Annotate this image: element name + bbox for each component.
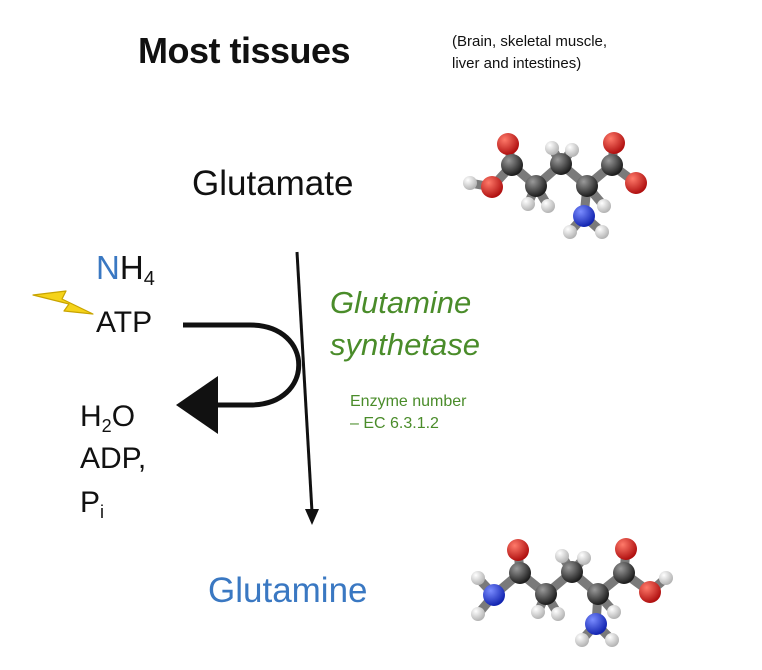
page-title: Most tissues — [138, 30, 351, 71]
phosphate-label: Pi — [80, 486, 104, 523]
glutamate-molecule-icon — [463, 132, 647, 239]
enzyme-number-line-1: Enzyme number — [350, 393, 467, 410]
cofactor-loop-arrowhead — [176, 376, 218, 434]
enzyme-name: Glutamine synthetase — [330, 282, 480, 366]
enzyme-name-line-2: synthetase — [330, 327, 480, 362]
reaction-arrow-head — [305, 509, 319, 525]
adp-label: ADP, — [80, 442, 147, 475]
ammonium-nitrogen: N — [96, 249, 120, 286]
enzyme-name-line-1: Glutamine — [330, 285, 472, 320]
water-label: H2O — [80, 400, 135, 437]
ammonium-hydrogen: H — [119, 249, 144, 286]
product-label: Glutamine — [208, 571, 368, 610]
atp-label: ATP — [96, 306, 153, 339]
lightning-bolt-icon — [32, 290, 94, 315]
phosphate-subscript: i — [100, 502, 105, 522]
substrate-label: Glutamate — [192, 164, 354, 203]
cofactor-loop-arrow — [183, 322, 302, 408]
water-subscript: 2 — [101, 416, 112, 436]
water-hydrogen: H — [80, 400, 102, 433]
glutamine-molecule-icon — [471, 538, 673, 647]
tissue-list-line-1: (Brain, skeletal muscle, — [452, 33, 608, 50]
ammonium-label: NH4 — [96, 249, 155, 291]
tissue-list-line-2: liver and intestines) — [452, 55, 582, 72]
reaction-arrow-shaft — [295, 251, 314, 513]
phosphate-p: P — [80, 486, 101, 519]
tissue-list: (Brain, skeletal muscle, liver and intes… — [452, 31, 607, 75]
ammonium-subscript: 4 — [143, 268, 155, 290]
water-oxygen: O — [111, 400, 136, 433]
enzyme-number: Enzyme number – EC 6.3.1.2 — [350, 391, 467, 435]
enzyme-number-line-2: – EC 6.3.1.2 — [350, 415, 439, 432]
